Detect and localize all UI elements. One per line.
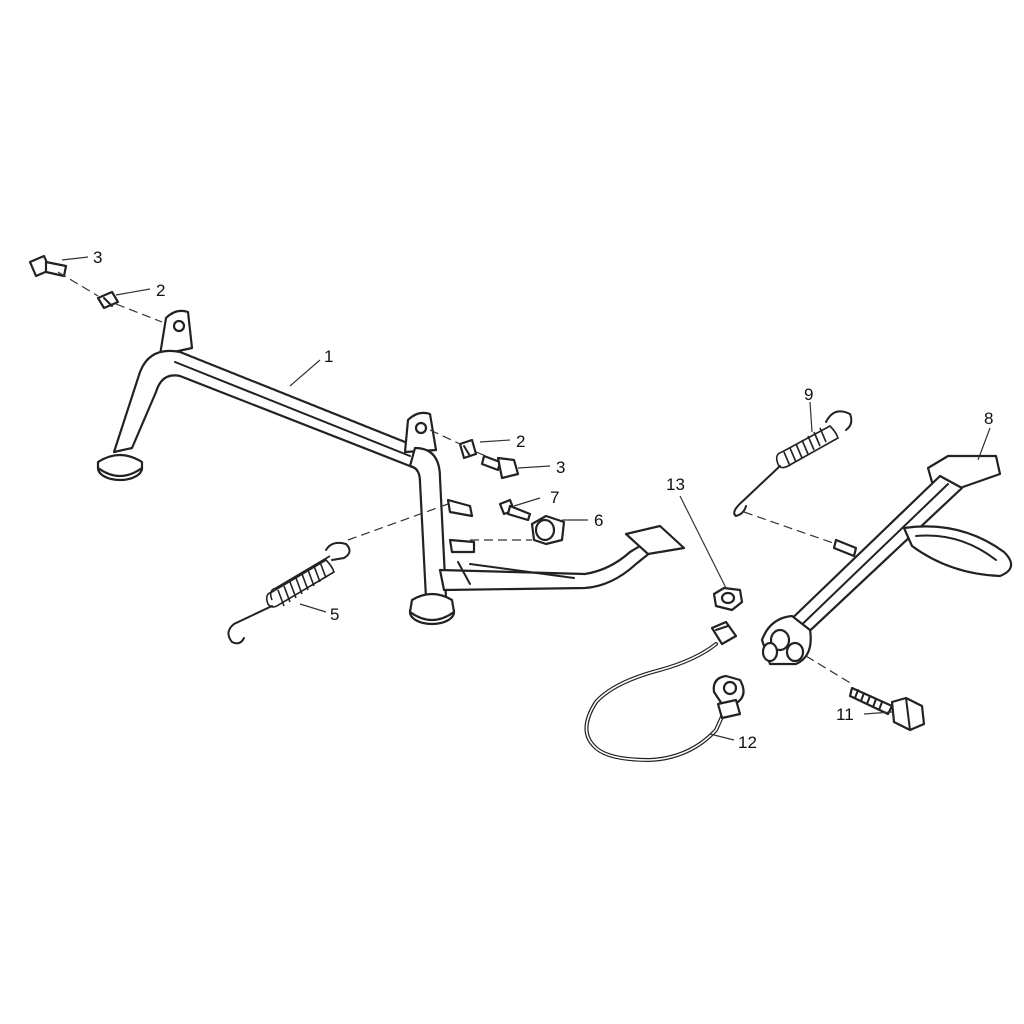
callout-9: 9 — [804, 385, 813, 404]
callout-2-upper: 2 — [156, 281, 165, 300]
callout-2-lower: 2 — [516, 432, 525, 451]
callout-3-upper: 3 — [93, 248, 102, 267]
callout-11: 11 — [836, 705, 854, 724]
callout-5: 5 — [330, 605, 339, 624]
side-stand — [760, 454, 1013, 666]
washer-2-left — [96, 290, 120, 310]
collar-6 — [530, 514, 566, 546]
callout-labels: 1 2 2 3 3 5 6 7 8 9 11 12 13 — [93, 248, 993, 752]
leader-lines — [61, 256, 991, 741]
callout-12: 12 — [738, 733, 757, 752]
nut-13 — [712, 586, 744, 612]
main-stand — [96, 309, 686, 626]
callout-1: 1 — [324, 347, 333, 366]
assembly-lines — [57, 271, 853, 685]
bolt-3-right — [480, 454, 520, 480]
spring-9 — [733, 410, 853, 518]
callout-3-lower: 3 — [556, 458, 565, 477]
washer-2-right — [458, 438, 478, 460]
callout-8: 8 — [984, 409, 993, 428]
callout-13: 13 — [666, 475, 685, 494]
pin-7 — [498, 498, 532, 522]
bolt-11 — [848, 686, 926, 732]
callout-6: 6 — [594, 511, 603, 530]
side-stand-switch — [584, 620, 745, 763]
spring-5 — [227, 541, 351, 645]
callout-7: 7 — [550, 488, 559, 507]
